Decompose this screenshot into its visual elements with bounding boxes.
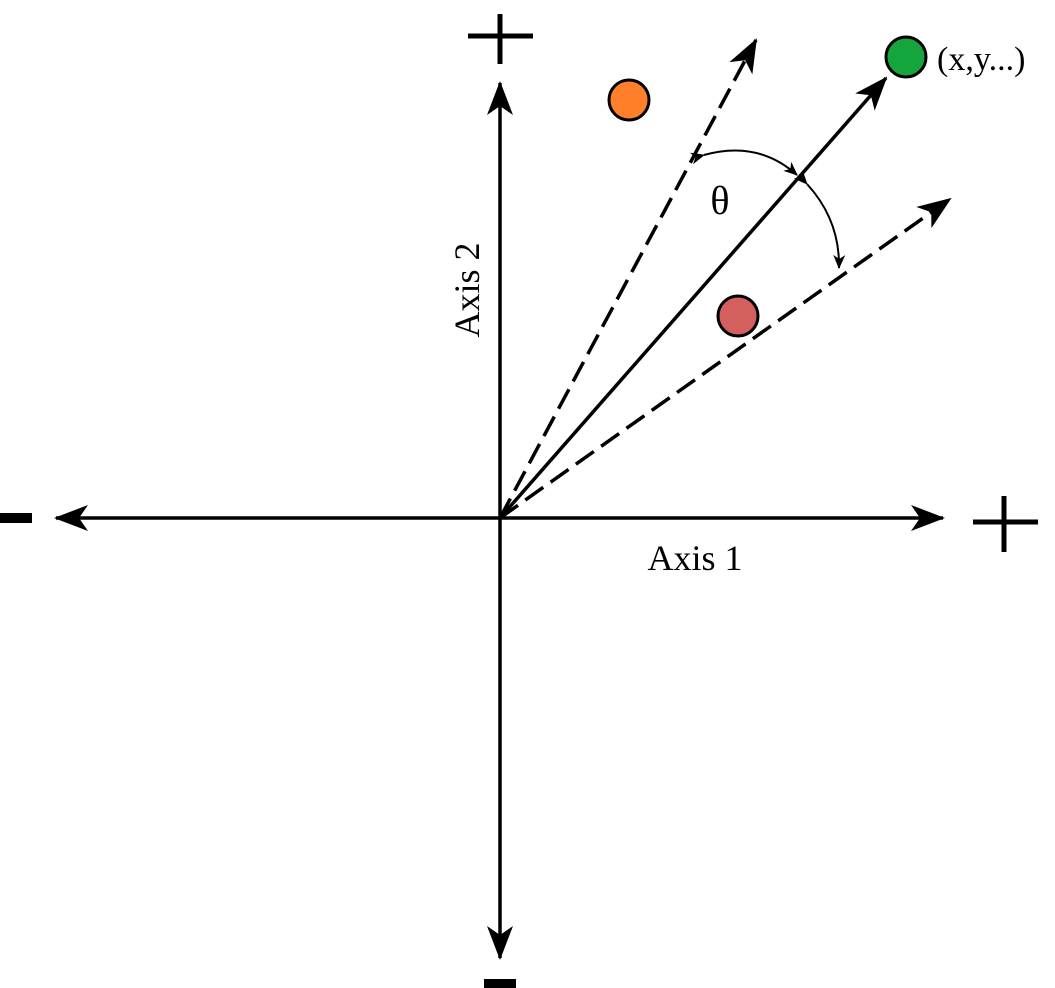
angle-arc-upper [689,149,798,176]
orange-point [607,78,651,122]
point-coordinate-label: (x,y...) [937,41,1025,78]
axis-1-label: Axis 1 [647,538,742,578]
green-point [884,35,928,79]
theta-label: θ [710,178,729,223]
plus-sign-icon-top [468,14,533,64]
plus-sign-icon-right [973,496,1038,552]
solid-vector-ray [498,76,888,520]
angle-arc-lower [793,170,846,269]
dashed-ray-upper [498,38,758,519]
axis-2-label: Axis 2 [447,242,487,337]
red-point [716,294,760,338]
dashed-ray-lower [498,197,952,520]
